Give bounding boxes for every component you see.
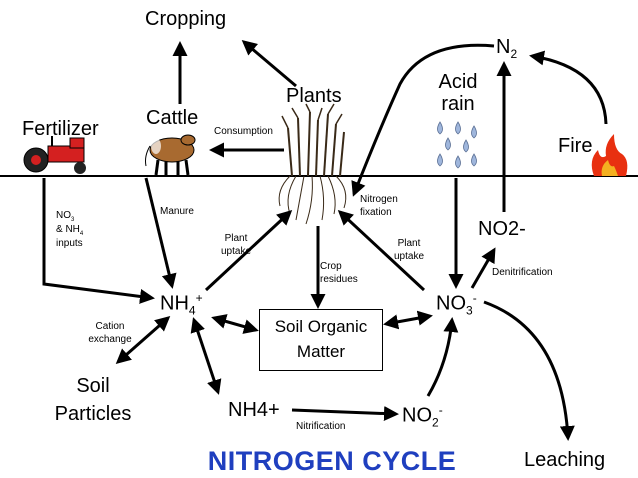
soil-organic-matter-box — [259, 309, 383, 371]
no2-upper-label: NO2- — [478, 218, 526, 240]
arrow-plants-to-cropping — [241, 40, 297, 88]
diagram-title: NITROGEN CYCLE — [207, 446, 457, 476]
cropping-label: Cropping — [145, 8, 227, 30]
plant-uptake-left-line1: Plant — [224, 233, 248, 244]
fire-label: Fire — [558, 135, 593, 157]
acid-rain-label-line1: Acid — [438, 71, 478, 93]
crop-residues-line2: residues — [320, 274, 358, 285]
nh4-lower-label: NH4+ — [228, 399, 280, 421]
cation-exchange-line1: Cation — [95, 321, 125, 332]
cow-icon — [145, 134, 196, 176]
arrow-no3-to-plants — [337, 209, 426, 292]
arrow-no3-to-no2-upper — [470, 247, 496, 289]
arrow-n2-to-plants — [351, 43, 495, 197]
n2-label: N2 — [496, 36, 518, 61]
arrow-nh4-to-plants — [204, 209, 293, 292]
cattle-label: Cattle — [146, 107, 199, 129]
arrow-fertilizer-to-nh4 — [42, 178, 155, 304]
acid-rain-label-line2: rain — [441, 93, 475, 115]
tractor-icon — [23, 136, 86, 174]
leaching-label: Leaching — [524, 449, 606, 471]
arrow-no2-to-no3 — [426, 317, 459, 397]
plant-uptake-right-line1: Plant — [397, 238, 421, 249]
arrow-nh4-to-nh4-lower — [190, 317, 222, 395]
no3-label: NO3- — [436, 291, 477, 318]
fertilizer-label: Fertilizer — [22, 118, 99, 140]
fert-inputs-line1: NO3 — [56, 210, 75, 224]
arrow-nh4-to-soil-particles — [115, 316, 171, 364]
soil-organic-matter-line2: Matter — [296, 342, 346, 361]
arrow-nitrification — [291, 406, 399, 422]
fire-icon — [591, 134, 628, 176]
plants-label: Plants — [286, 85, 342, 107]
nh4-main-label: NH4+ — [160, 291, 203, 318]
fert-inputs-line2: & NH4 — [56, 224, 84, 238]
arrow-no3-som — [383, 310, 433, 330]
arrow-manure-to-nh4 — [144, 177, 177, 289]
manure-label: Manure — [160, 206, 194, 217]
arrow-no3-to-leaching — [483, 300, 575, 441]
cation-exchange-line2: exchange — [88, 334, 132, 345]
plant-uptake-left-line2: uptake — [220, 246, 252, 257]
soil-particles-line1: Soil — [76, 375, 110, 397]
soil-organic-matter-line1: Soil Organic — [274, 317, 368, 336]
nitrogen-fixation-line2: fixation — [360, 207, 392, 218]
nitrification-label: Nitrification — [296, 421, 346, 432]
fert-inputs-line3: inputs — [56, 238, 83, 249]
plants-icon — [278, 103, 347, 225]
arrow-fire-to-n2 — [529, 50, 608, 125]
raindrops-icon — [437, 121, 477, 169]
arrow-nh4-som — [211, 314, 259, 334]
nitrogen-fixation-line1: Nitrogen — [360, 194, 398, 205]
no2-lower-label: NO2- — [402, 403, 443, 430]
consumption-label: Consumption — [214, 126, 273, 137]
denitrification-label: Denitrification — [492, 267, 553, 278]
crop-residues-line1: Crop — [320, 261, 342, 272]
plant-uptake-right-line2: uptake — [393, 251, 425, 262]
soil-particles-line2: Particles — [54, 403, 132, 425]
